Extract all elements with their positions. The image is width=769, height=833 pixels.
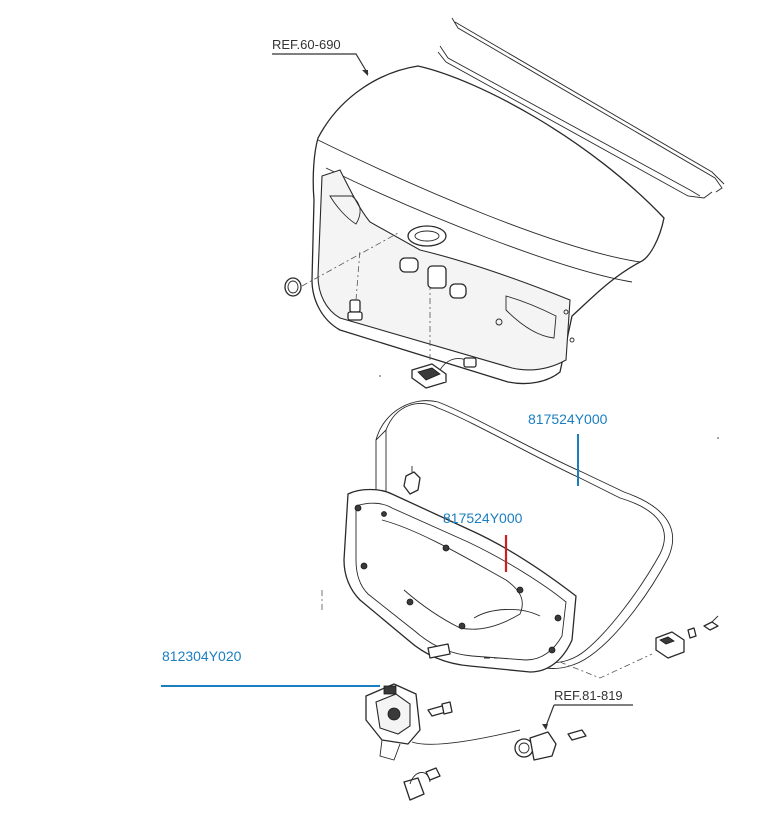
ref-label-trunk-lid[interactable]: REF.60-690 — [272, 37, 341, 52]
weatherstrip-seal — [375, 400, 674, 669]
trunk-lid-striker — [403, 767, 441, 801]
bumper-stopper — [347, 299, 363, 321]
trim-clip — [403, 466, 421, 495]
part-number-trim-panel[interactable]: 817524Y000 — [443, 510, 523, 526]
ref-leader-lid — [272, 53, 369, 76]
trunk-lid-latch — [365, 683, 421, 761]
trunk-lid — [311, 65, 665, 385]
connector-bracket — [655, 615, 719, 659]
ref-label-lock-actuator[interactable]: REF.81-819 — [554, 688, 623, 703]
latch-bolt — [427, 701, 453, 717]
trunk-lid-switch — [411, 357, 477, 389]
trunk-lock-actuator — [514, 729, 587, 761]
ref-leader-actuator — [542, 704, 633, 730]
trunk-lid-torsion-bars — [437, 17, 725, 199]
release-cable — [411, 729, 521, 745]
part-number-latch[interactable]: 812304Y020 — [162, 648, 242, 664]
part-number-weatherstrip[interactable]: 817524Y000 — [528, 411, 608, 427]
grommet — [284, 277, 302, 297]
trunk-lid-trim-panel — [343, 488, 577, 673]
